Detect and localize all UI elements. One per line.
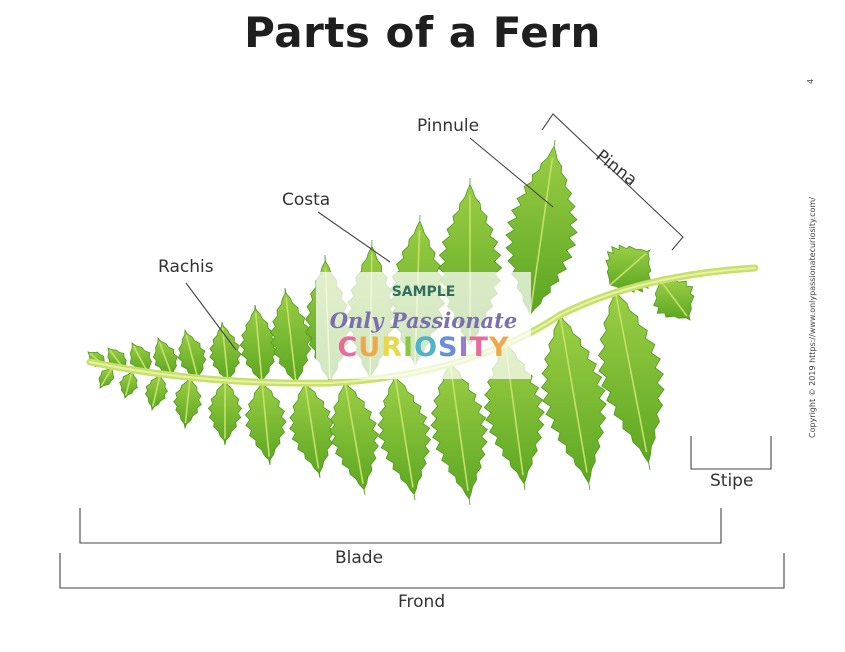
pinna-leaflet — [329, 381, 380, 496]
costa-vein — [152, 374, 161, 407]
frond-bracket — [59, 553, 785, 589]
watermark-letter: I — [403, 332, 415, 363]
costa-vein — [559, 314, 588, 473]
sample-watermark: SAMPLE Only Passionate CURIOSITY — [316, 272, 531, 379]
label-blade: Blade — [335, 548, 384, 568]
costa-vein — [184, 377, 191, 424]
costa-vein — [659, 279, 688, 317]
stipe-bracket — [690, 436, 772, 470]
costa-vein — [449, 361, 469, 491]
watermark-line2: CURIOSITY — [316, 332, 531, 363]
pinna-leaflet — [505, 139, 578, 316]
costa-vein — [185, 334, 199, 380]
costa-vein — [100, 367, 113, 387]
costa-vein — [261, 381, 270, 457]
pinna-leaflet — [597, 289, 665, 471]
watermark-letter: O — [414, 332, 439, 363]
watermark-letter: Y — [488, 332, 510, 363]
pinna-leaflet — [540, 314, 607, 491]
costa-vein — [344, 381, 364, 484]
watermark-letter: I — [458, 332, 470, 363]
watermark-sample-text: SAMPLE — [391, 284, 456, 300]
costa-vein — [158, 341, 173, 377]
costa-vein — [614, 289, 648, 453]
page-number: 4 — [806, 78, 815, 84]
copyright-text: Copyright © 2019 https://www.onlypassion… — [808, 197, 817, 438]
costa-vein — [529, 157, 554, 316]
costa-vein — [124, 371, 133, 396]
costa-vein — [609, 252, 647, 286]
costa-vein — [394, 375, 414, 488]
label-rachis: Rachis — [158, 257, 214, 277]
pinna-bracket — [541, 113, 684, 251]
page-title: Parts of a Fern — [244, 8, 601, 57]
rachis-pointer-line — [185, 282, 237, 351]
pinnule-pointer-line — [469, 137, 554, 208]
watermark-letter: R — [381, 332, 404, 363]
costa-vein — [285, 297, 297, 384]
watermark-letter: C — [337, 332, 359, 363]
watermark-letter: S — [438, 332, 459, 363]
watermark-line1: Only Passionate — [329, 308, 518, 333]
costa-vein — [304, 382, 320, 469]
blade-bracket — [79, 508, 722, 544]
costa-vein — [254, 312, 263, 383]
label-pinnule: Pinnule — [417, 116, 480, 136]
watermark-letter: T — [469, 332, 489, 363]
costa-pointer-line — [317, 211, 391, 263]
costa-vein — [221, 327, 229, 382]
label-frond: Frond — [398, 592, 446, 612]
label-stipe: Stipe — [710, 471, 754, 491]
label-costa: Costa — [282, 190, 331, 210]
watermark-letter: U — [358, 332, 382, 363]
